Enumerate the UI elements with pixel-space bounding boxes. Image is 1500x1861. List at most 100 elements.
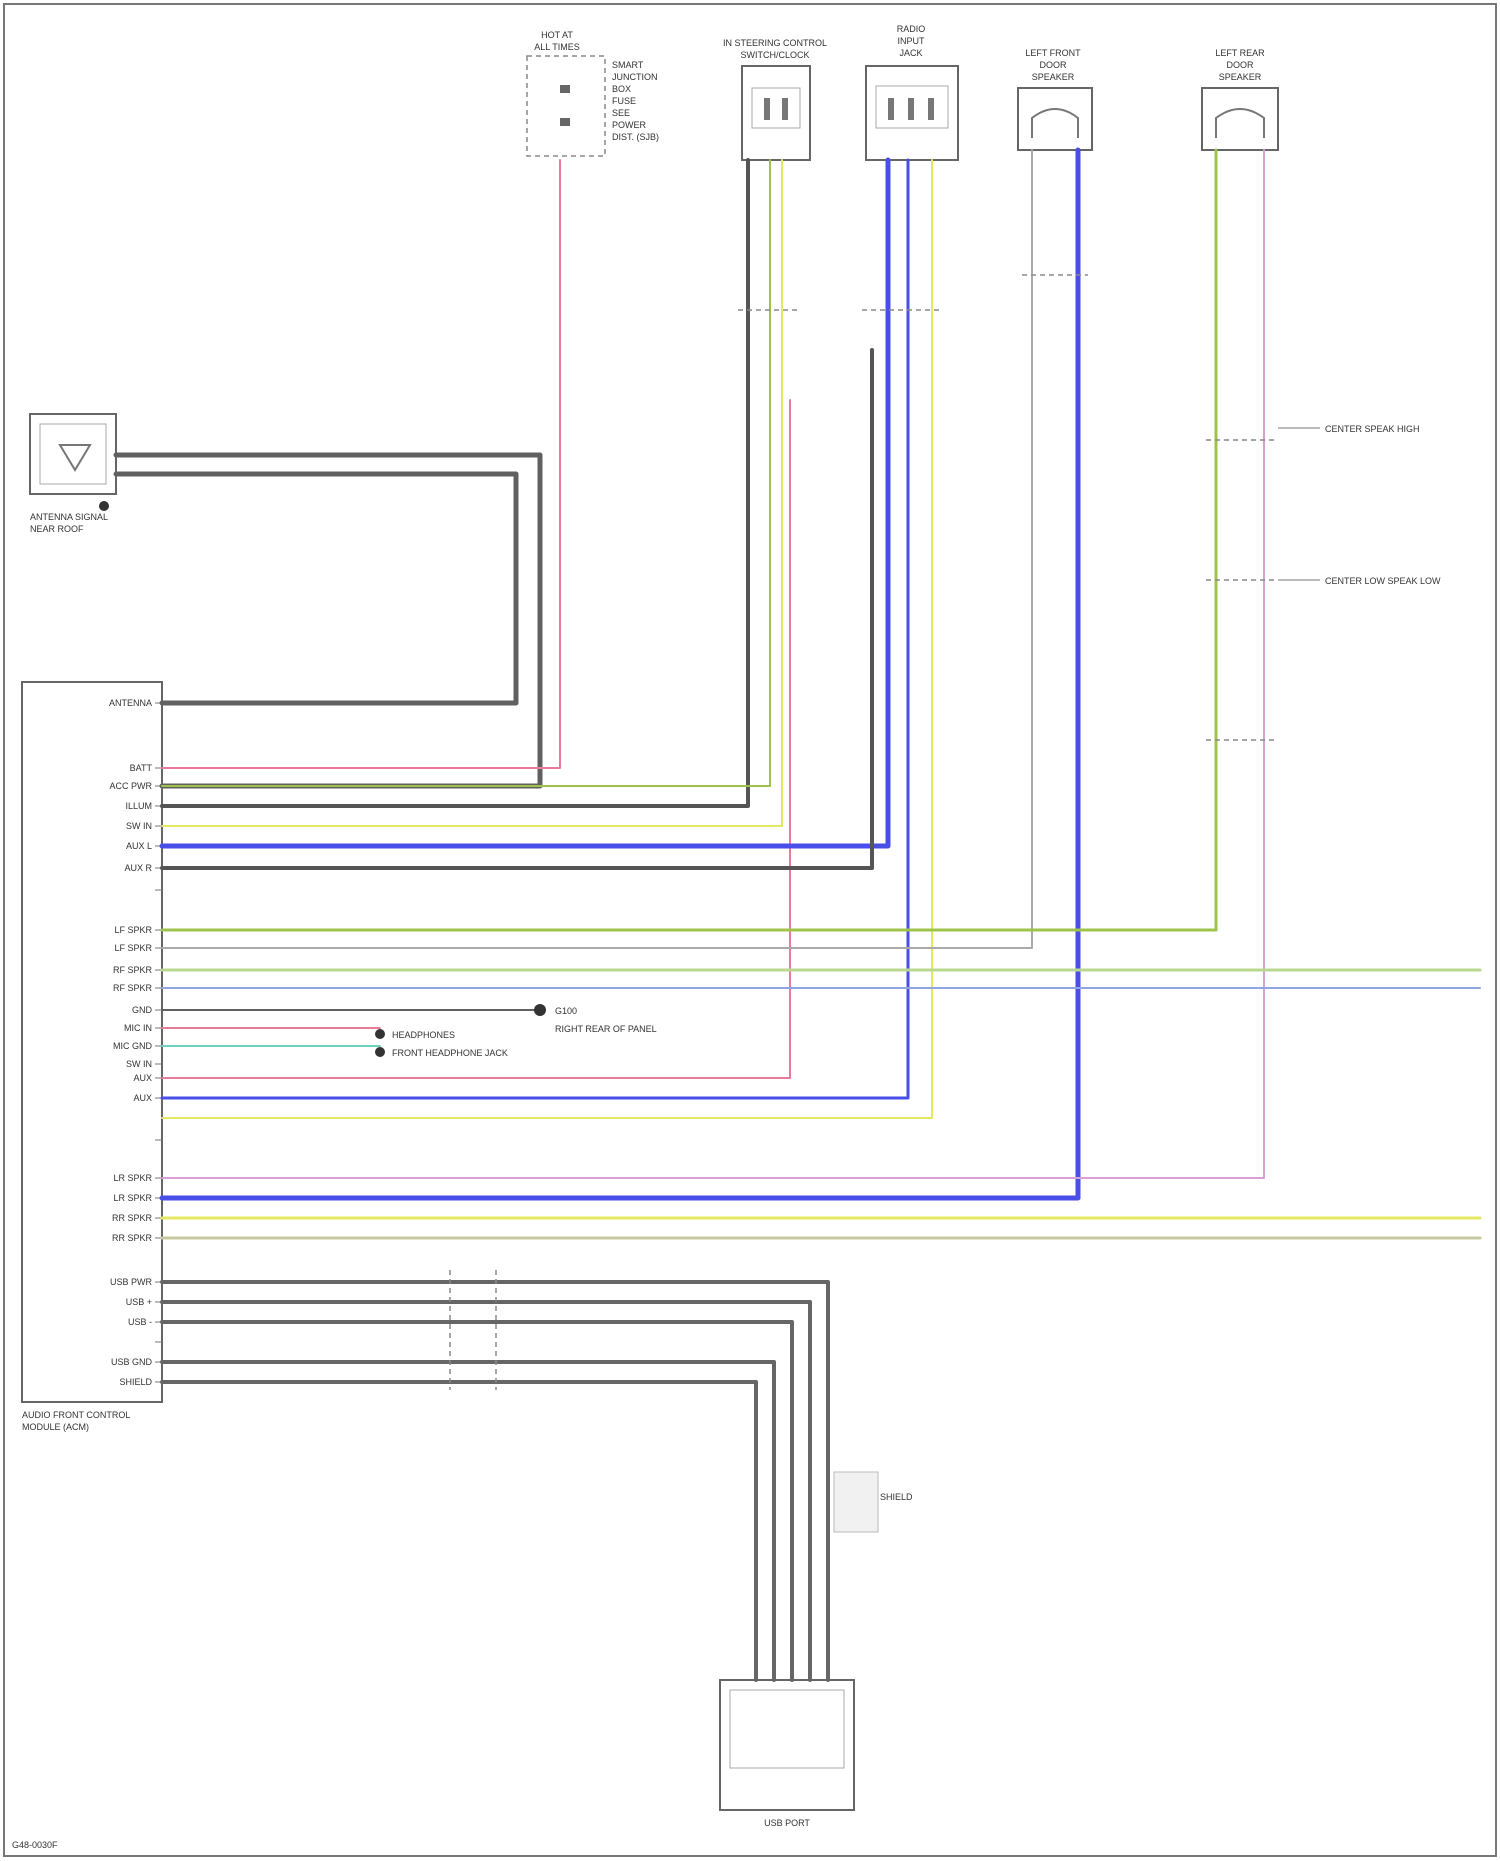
antenna-label-1: ANTENNA SIGNAL <box>30 512 108 522</box>
lf-speaker-housing <box>1018 88 1092 150</box>
hot-fuse-note-5: SEE <box>612 108 630 118</box>
audio-module-component: ANTENNA BATT ACC PWR ILLUM SW IN AUX L AUX R LF… <box>22 682 162 1432</box>
lr-speaker-wire-lavender <box>162 150 1264 1178</box>
audio-module-label-1: AUDIO FRONT CONTROL <box>22 1410 130 1420</box>
lf-speaker-label-1: LEFT FRONT <box>1025 48 1081 58</box>
antenna-wire <box>116 455 540 786</box>
usb-port-component: USB PORT SHIELD <box>720 1472 913 1828</box>
radio-wire-yellow <box>162 160 932 1118</box>
lr-speaker-label-3: SPEAKER <box>1219 72 1262 82</box>
center-low-label: CENTER LOW SPEAK LOW <box>1325 576 1441 586</box>
module-pin-label: RR SPKR <box>112 1213 153 1223</box>
module-pin-label: LR SPKR <box>113 1173 152 1183</box>
antenna-wire <box>116 474 516 703</box>
module-pin-label: MIC IN <box>124 1023 152 1033</box>
usb-wire <box>162 1382 756 1680</box>
module-pin-label: ILLUM <box>125 801 152 811</box>
headphone-note: FRONT HEADPHONE JACK <box>392 1048 508 1058</box>
steering-control-label-1: IN STEERING CONTROL <box>723 38 827 48</box>
steering-control-component: IN STEERING CONTROL SWITCH/CLOCK <box>723 38 827 160</box>
usb-port-box <box>720 1680 854 1810</box>
usb-wire <box>162 1362 774 1680</box>
headphone-label: HEADPHONES <box>392 1030 455 1040</box>
lf-speaker-label-3: SPEAKER <box>1032 72 1075 82</box>
module-pin-label: SW IN <box>126 1059 152 1069</box>
hot-fuse-note-1: SMART <box>612 60 644 70</box>
antenna-box <box>30 414 116 494</box>
module-pin-label: RR SPKR <box>112 1233 153 1243</box>
module-pin-label: SHIELD <box>119 1377 152 1387</box>
connector-pin <box>764 98 770 120</box>
audio-module-label-2: MODULE (ACM) <box>22 1422 89 1432</box>
module-pin-label: RF SPKR <box>113 983 153 993</box>
antenna-component: ANTENNA SIGNAL NEAR ROOF <box>30 414 116 534</box>
fuse-icon <box>560 118 570 126</box>
ground-dot <box>99 501 109 511</box>
radio-label-1: RADIO <box>897 24 926 34</box>
lf-speaker-label-2: DOOR <box>1040 60 1068 70</box>
module-pin-label: SW IN <box>126 821 152 831</box>
lr-speaker-housing <box>1202 88 1278 150</box>
connector-dot <box>375 1047 385 1057</box>
steering-wire-pink <box>162 400 790 1078</box>
module-pin-label: BATT <box>130 763 153 773</box>
ground-dot <box>534 1004 546 1016</box>
hot-fuse-component: HOT AT ALL TIMES SMART JUNCTION BOX FUSE… <box>527 30 659 156</box>
usb-shield-label: SHIELD <box>880 1492 913 1502</box>
fuse-icon <box>560 85 570 93</box>
lr-speaker-label-1: LEFT REAR <box>1215 48 1265 58</box>
usb-wire <box>162 1302 810 1680</box>
wire-harness <box>116 150 1480 1680</box>
module-pin-label: USB PWR <box>110 1277 153 1287</box>
center-speaker-annotations: CENTER SPEAK HIGH CENTER LOW SPEAK LOW <box>1278 424 1441 586</box>
connector-pin <box>908 98 914 120</box>
lf-speaker-wire-blue <box>162 150 1078 1198</box>
ground-label: G100 <box>555 1006 577 1016</box>
hot-fuse-note-6: POWER <box>612 120 647 130</box>
connector-dot <box>375 1029 385 1039</box>
battery-feed-wire <box>162 160 560 768</box>
usb-shield-box <box>834 1472 878 1532</box>
module-pin-label: AUX L <box>126 841 152 851</box>
usb-wire <box>162 1282 828 1680</box>
radio-label-2: INPUT <box>898 36 926 46</box>
radio-wire-blue <box>162 160 888 846</box>
connector-pin <box>928 98 934 120</box>
connector-pin <box>782 98 788 120</box>
connector-pin <box>888 98 894 120</box>
hot-fuse-label-2: ALL TIMES <box>534 42 580 52</box>
lf-speaker-wire <box>162 150 1032 948</box>
lr-speaker-wire-green <box>162 150 1216 930</box>
steering-wire-dark <box>162 160 748 806</box>
module-pin-label: USB GND <box>111 1357 153 1367</box>
headphone-annotation: HEADPHONES FRONT HEADPHONE JACK <box>375 1029 508 1058</box>
antenna-label-2: NEAR ROOF <box>30 524 84 534</box>
module-pin-label: MIC GND <box>113 1041 152 1051</box>
module-pin-label: LF SPKR <box>114 943 152 953</box>
module-pin-label: ACC PWR <box>110 781 153 791</box>
radio-label-3: JACK <box>899 48 922 58</box>
usb-wire <box>162 1322 792 1680</box>
module-pin-label: GND <box>132 1005 153 1015</box>
module-pin-label: LR SPKR <box>113 1193 152 1203</box>
module-pin-label: AUX R <box>124 863 152 873</box>
module-pin-label: USB - <box>128 1317 152 1327</box>
radio-wire-blue-2 <box>162 160 908 1098</box>
hot-fuse-label-1: HOT AT <box>541 30 573 40</box>
left-rear-speaker-component: LEFT REAR DOOR SPEAKER <box>1202 48 1278 150</box>
usb-port-label: USB PORT <box>764 1818 810 1828</box>
hot-fuse-note-3: BOX <box>612 84 631 94</box>
radio-input-jack-component: RADIO INPUT JACK <box>866 24 958 160</box>
module-pin-label: LF SPKR <box>114 925 152 935</box>
hot-fuse-box <box>527 56 605 156</box>
hot-fuse-note-4: FUSE <box>612 96 636 106</box>
module-pin-label: ANTENNA <box>109 698 152 708</box>
module-pin-label: AUX <box>133 1093 152 1103</box>
steering-wire-yellow <box>162 160 782 826</box>
ground-note: RIGHT REAR OF PANEL <box>555 1024 657 1034</box>
lr-speaker-label-2: DOOR <box>1227 60 1255 70</box>
left-front-speaker-component: LEFT FRONT DOOR SPEAKER <box>1018 48 1092 150</box>
diagram-footer-code: G48-0030F <box>12 1840 58 1850</box>
